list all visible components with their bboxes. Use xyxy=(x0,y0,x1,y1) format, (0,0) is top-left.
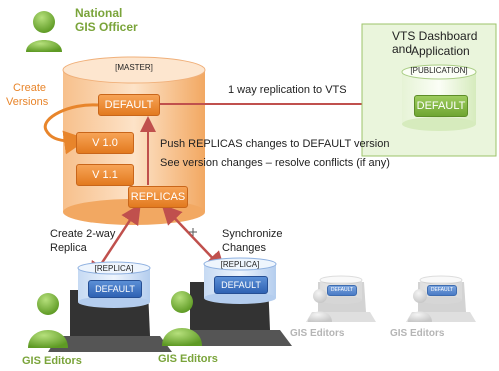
replica-1-tag: [REPLICA] xyxy=(94,264,134,273)
replica-2-tag: [REPLICA] xyxy=(220,260,260,269)
replica-2-default-pill: DEFAULT xyxy=(214,276,268,294)
editors-label-2: GIS Editors xyxy=(158,353,218,365)
create-versions-arrow xyxy=(43,103,99,155)
editor-3-person-icon xyxy=(308,289,332,322)
editors-label-4: GIS Editors xyxy=(390,328,445,339)
replica-4-default-pill: DEFAULT xyxy=(427,285,457,296)
replica-sync-arrow-2 xyxy=(161,204,226,272)
synchronize-line2: Changes xyxy=(222,242,267,254)
master-default-pill: DEFAULT xyxy=(98,94,160,116)
create-replica-line1: Create 2-way xyxy=(50,228,116,240)
create-replica-line2: Replica xyxy=(50,242,87,254)
editor-2-person-icon xyxy=(162,291,202,346)
vts-title-line2: Application xyxy=(411,44,470,58)
replica-3-default-pill: DEFAULT xyxy=(327,285,357,296)
officer-label-line2: GIS Officer xyxy=(75,20,138,34)
editors-label-1: GIS Editors xyxy=(22,355,82,367)
replica-1-default-pill: DEFAULT xyxy=(88,280,142,298)
push-text: Push REPLICAS changes to DEFAULT version xyxy=(160,138,390,150)
publication-tag: [PUBLICATION] xyxy=(410,66,468,75)
editor-4-person-icon xyxy=(408,289,432,322)
resolve-text: See version changes – resolve conflicts … xyxy=(160,157,390,169)
version-1-1-pill: V 1.1 xyxy=(76,164,134,186)
cursor-icon xyxy=(189,228,197,236)
officer-label-line1: National xyxy=(75,6,123,20)
create-versions-line1: Create xyxy=(13,82,47,94)
officer-person-icon xyxy=(26,11,62,52)
create-versions-line2: Versions xyxy=(6,96,49,108)
replicas-pill: REPLICAS xyxy=(128,186,188,208)
editors-label-3: GIS Editors xyxy=(290,328,345,339)
replication-text: 1 way replication to VTS xyxy=(228,84,347,96)
vts-title-line1: VTS Dashboard and xyxy=(392,29,478,56)
synchronize-line1: Synchronize xyxy=(222,228,283,240)
publication-default-pill: DEFAULT xyxy=(414,95,468,117)
version-1-0-pill: V 1.0 xyxy=(76,132,134,154)
editor-1-person-icon xyxy=(28,293,68,348)
master-tag: [MASTER] xyxy=(115,63,153,72)
